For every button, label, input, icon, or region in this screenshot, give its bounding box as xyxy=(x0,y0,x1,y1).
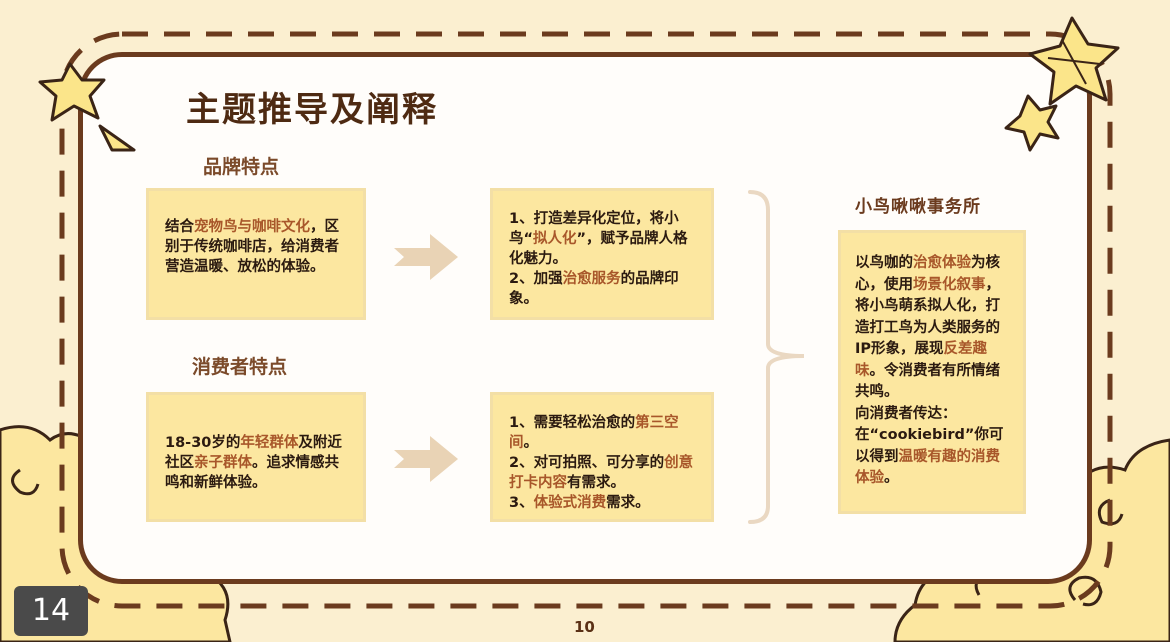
result-description-text: ，将小鸟萌系拟人化，打造打工鸟为人类服务的IP形象，展现 xyxy=(855,276,1000,358)
brand-name-heading: 小鸟啾啾事务所 xyxy=(855,197,981,217)
consumer-conclusion-text: 2、对可拍照、可分享的 xyxy=(509,455,665,471)
result-description-text: 。令消费者有所情绪共鸣。 xyxy=(855,362,1000,401)
consumer-conclusion-highlight: 体验式消费 xyxy=(533,495,607,511)
consumer-conclusion-text: 1、需要轻松治愈的 xyxy=(509,415,636,431)
consumer-conclusion-text: 有需求。 xyxy=(567,475,625,491)
slide-index-badge: 14 xyxy=(14,586,88,636)
star-top-left-icon xyxy=(38,62,136,152)
brand-description-text: ，区别于传统咖啡店，给消费者营造温暖、放松的体验。 xyxy=(165,219,339,275)
result-description-highlight: 治愈体验 xyxy=(913,255,971,271)
brand-conclusion-highlight: 拟人化 xyxy=(533,231,577,247)
result-description-text: 以鸟咖的 xyxy=(855,255,913,271)
brand-conclusion-text: 2、加强 xyxy=(509,271,563,287)
consumer-description-text: 。追求情感共鸣和新鲜体验。 xyxy=(165,455,339,491)
result-description-text: 。 xyxy=(884,470,899,486)
brand-conclusion-highlight: 治愈服务 xyxy=(562,271,621,287)
consumer-conclusion-highlight: 创意打卡内容 xyxy=(509,455,694,491)
slide-title: 主题推导及阐释 xyxy=(186,90,438,130)
consumer-conclusion-box: 1、需要轻松治愈的第三空间。 2、对可拍照、可分享的创意打卡内容有需求。 3、体验式… xyxy=(490,392,714,522)
consumer-description-text: 及附近社区 xyxy=(165,435,342,471)
consumer-section-label: 消费者特点 xyxy=(192,356,288,378)
consumer-description-box: 18-30岁的年轻群体及附近社区亲子群体。追求情感共鸣和新鲜体验。 xyxy=(146,392,366,522)
brand-conclusion-text: ”，赋予品牌人格化魅力。 xyxy=(509,231,688,267)
star-top-right-large-icon xyxy=(1028,16,1120,106)
result-description-highlight: 场景化叙事 xyxy=(913,276,986,293)
consumer-conclusion-text: 。 xyxy=(523,435,539,451)
brand-description-highlight: 宠物鸟与咖啡文化 xyxy=(194,219,310,235)
result-description-text: 向消费者传达：在“cookiebird”你可以得到 xyxy=(855,405,1004,465)
brand-conclusion-box: 1、打造差异化定位，将小鸟“拟人化”，赋予品牌人格化魅力。 2、加强治愈服务的品牌… xyxy=(490,188,714,320)
arrow-right-icon xyxy=(394,436,458,482)
star-top-right-small-icon xyxy=(1004,94,1060,152)
consumer-description-highlight: 亲子群体 xyxy=(194,455,252,471)
brand-conclusion-text: 1、打造差异化定位，将小鸟“ xyxy=(509,211,679,247)
brand-conclusion-text: 的品牌印象。 xyxy=(509,271,679,307)
consumer-conclusion-text: 需求。 xyxy=(606,495,650,511)
result-description-highlight: 反差趣味 xyxy=(855,341,988,379)
consumer-description-text: 18-30岁的 xyxy=(165,435,241,451)
consumer-conclusion-text: 3、 xyxy=(509,495,534,511)
result-description-highlight: 温暖有趣的消费体验 xyxy=(855,448,1000,487)
conclusion-description-box: 以鸟咖的治愈体验为核心，使用场景化叙事，将小鸟萌系拟人化，打造打工鸟为人类服务的… xyxy=(838,230,1026,514)
result-description-text: 为核心，使用 xyxy=(855,255,1000,293)
consumer-description-highlight: 年轻群体 xyxy=(240,435,299,451)
page-number: 10 xyxy=(574,618,595,636)
brand-section-label: 品牌特点 xyxy=(203,156,280,178)
brand-description-text: 结合 xyxy=(165,219,194,235)
consumer-conclusion-highlight: 第三空间 xyxy=(509,415,679,451)
arrow-right-icon xyxy=(394,234,458,280)
brand-description-box: 结合宠物鸟与咖啡文化，区别于传统咖啡店，给消费者营造温暖、放松的体验。 xyxy=(146,188,366,320)
